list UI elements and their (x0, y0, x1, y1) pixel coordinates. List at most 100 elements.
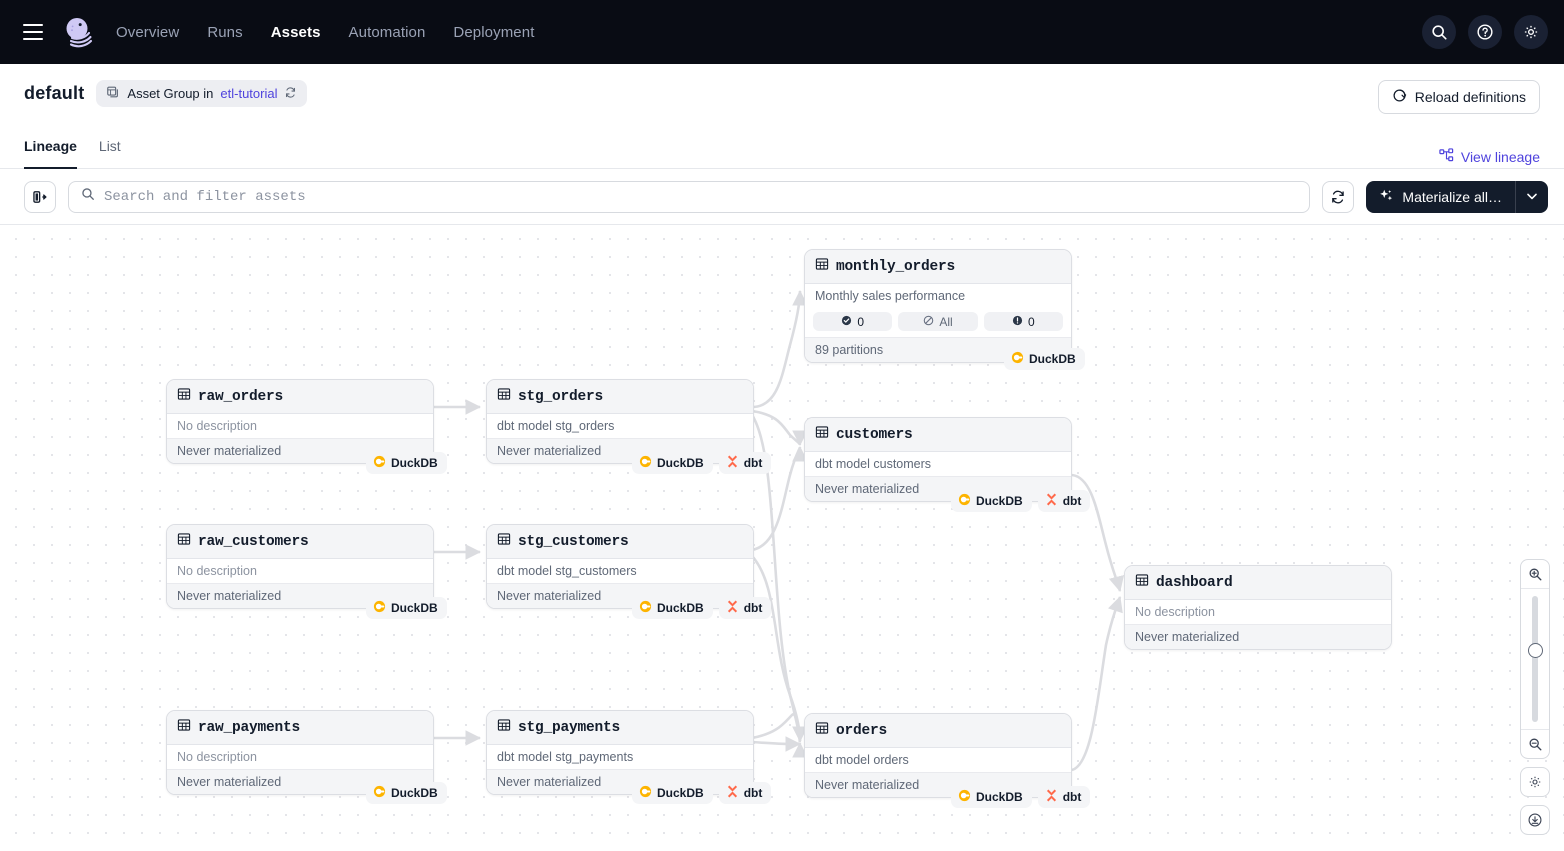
sidebar-toggle-button[interactable] (24, 180, 56, 213)
tag-label: DuckDB (657, 456, 704, 470)
materialize-dropdown-button[interactable] (1516, 181, 1548, 213)
asset-node-tags: DuckDB dbt (632, 452, 772, 474)
tag-label: dbt (743, 601, 763, 615)
partition-status-chips: 0 All 0 (805, 308, 1071, 337)
duckdb-icon (1011, 351, 1024, 367)
tag-label: dbt (743, 456, 763, 470)
tag-label: DuckDB (1029, 352, 1076, 366)
partition-chip-slash-circle[interactable]: All (898, 312, 978, 331)
asset-node-header: customers (805, 418, 1071, 452)
nav-item-assets[interactable]: Assets (270, 23, 321, 41)
help-icon[interactable] (1468, 15, 1502, 49)
asset-node-name: raw_payments (198, 719, 301, 736)
duckdb-icon (639, 600, 652, 616)
tab-bar: Lineage List View lineage (0, 124, 1564, 169)
asset-node-description: dbt model stg_customers (487, 559, 753, 583)
dbt-icon (726, 455, 739, 471)
fit-to-screen-button[interactable] (1520, 805, 1550, 835)
tag-duckdb[interactable]: DuckDB (366, 452, 447, 474)
tag-dbt[interactable]: dbt (1037, 490, 1091, 512)
tag-label: dbt (1062, 790, 1082, 804)
partition-chip-exclamation-circle[interactable]: 0 (983, 312, 1063, 331)
duckdb-icon (639, 455, 652, 471)
tag-dbt[interactable]: dbt (718, 597, 772, 619)
dagster-logo[interactable] (56, 11, 98, 53)
asset-node-tags: DuckDB (1004, 348, 1085, 370)
tag-dbt[interactable]: dbt (718, 782, 772, 804)
duckdb-icon (958, 789, 971, 805)
zoom-out-icon[interactable] (1521, 730, 1549, 758)
dbt-icon (726, 600, 739, 616)
tag-dbt[interactable]: dbt (718, 452, 772, 474)
asset-node-tags: DuckDB (366, 782, 447, 804)
asset-node-tags: DuckDB dbt (632, 782, 772, 804)
exclamation-circle-icon (1012, 315, 1023, 329)
tag-label: dbt (1062, 494, 1082, 508)
materialize-all-button[interactable]: Materialize all… (1366, 180, 1548, 213)
table-icon (815, 425, 829, 444)
table-icon (497, 532, 511, 551)
asset-node-name: stg_orders (518, 388, 604, 405)
tab-list[interactable]: List (98, 138, 121, 154)
nav-item-deployment[interactable]: Deployment (453, 23, 535, 41)
tag-duckdb[interactable]: DuckDB (366, 597, 447, 619)
materialize-button-separator (1515, 180, 1516, 213)
tag-duckdb[interactable]: DuckDB (632, 782, 713, 804)
tag-dbt[interactable]: dbt (1037, 786, 1091, 808)
asset-node-header: monthly_orders (805, 250, 1071, 284)
zoom-slider-handle[interactable] (1527, 643, 1543, 658)
check-circle-icon (841, 315, 852, 329)
zoom-in-icon[interactable] (1521, 560, 1549, 588)
nav-item-automation[interactable]: Automation (348, 23, 426, 41)
tag-duckdb[interactable]: DuckDB (1004, 348, 1085, 370)
hamburger-menu-icon[interactable] (16, 15, 50, 49)
page-header: default Asset Group in etl-tutorial Relo… (0, 64, 1564, 114)
refresh-button[interactable] (1322, 180, 1355, 213)
asset-node-tags: DuckDB dbt (632, 597, 772, 619)
partition-chip-check-circle[interactable]: 0 (813, 312, 893, 331)
dbt-icon (1045, 789, 1058, 805)
search-filter-box[interactable] (68, 180, 1311, 213)
asset-group-badge[interactable]: Asset Group in etl-tutorial (96, 80, 308, 107)
tag-duckdb[interactable]: DuckDB (632, 597, 713, 619)
tab-lineage[interactable]: Lineage (24, 124, 77, 169)
asset-node-description: No description (167, 559, 433, 583)
view-lineage-link[interactable]: View lineage (1439, 148, 1540, 168)
graph-settings-button[interactable] (1520, 767, 1550, 797)
zoom-slider[interactable] (1521, 589, 1549, 729)
tag-duckdb[interactable]: DuckDB (366, 782, 447, 804)
tag-duckdb[interactable]: DuckDB (632, 452, 713, 474)
zoom-divider-top (1521, 588, 1549, 589)
search-input[interactable] (104, 188, 1298, 205)
asset-node-name: raw_orders (198, 388, 284, 405)
reload-group-icon[interactable] (284, 86, 297, 102)
nav-item-overview[interactable]: Overview (116, 23, 180, 41)
lineage-graph-icon (1439, 148, 1454, 166)
asset-group-repo-link[interactable]: etl-tutorial (220, 86, 278, 101)
tag-label: dbt (743, 786, 763, 800)
duckdb-icon (373, 600, 386, 616)
tag-label: DuckDB (976, 494, 1023, 508)
gear-icon[interactable] (1514, 15, 1548, 49)
slash-circle-icon (923, 315, 934, 329)
tag-duckdb[interactable]: DuckDB (951, 786, 1032, 808)
table-icon (177, 718, 191, 737)
nav-links: Overview Runs Assets Automation Deployme… (116, 24, 534, 41)
tag-duckdb[interactable]: DuckDB (951, 490, 1032, 512)
search-icon[interactable] (1422, 15, 1456, 49)
tag-label: DuckDB (657, 601, 704, 615)
nav-item-runs[interactable]: Runs (207, 23, 243, 41)
reload-definitions-button[interactable]: Reload definitions (1377, 80, 1540, 114)
asset-node-header: raw_payments (167, 711, 433, 745)
materialize-all-label-wrap[interactable]: Materialize all… (1366, 181, 1515, 213)
